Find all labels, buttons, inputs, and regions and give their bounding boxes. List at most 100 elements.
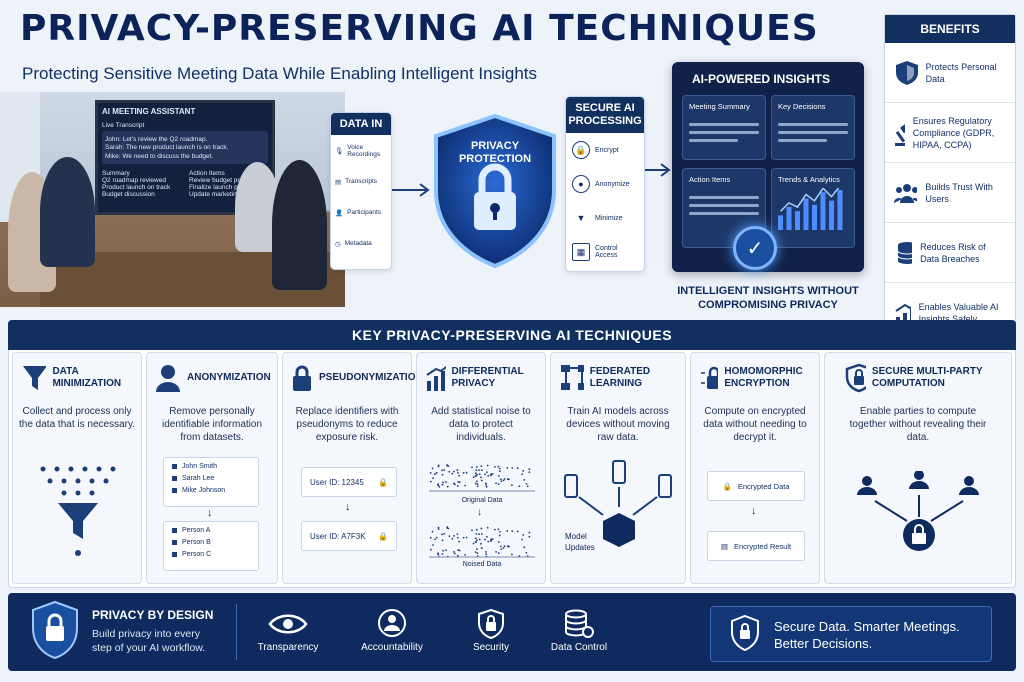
scatter-dot <box>499 478 502 481</box>
trend-bar <box>795 211 800 230</box>
scatter-dot <box>476 483 479 486</box>
original-data-label: Original Data <box>461 497 503 504</box>
scatter-dot <box>510 553 513 556</box>
user-id: User ID: 12345 <box>310 477 364 487</box>
noised-data-label: Noised Data <box>462 561 502 568</box>
trend-bar <box>786 206 792 230</box>
name-item: Sarah Lee <box>182 475 215 482</box>
page-subtitle: Protecting Sensitive Meeting Data While … <box>22 64 538 83</box>
scatter-dot <box>432 477 434 480</box>
scatter-dot <box>441 483 444 486</box>
insights-caption: INTELLIGENT INSIGHTS WITHOUT COMPROMISIN… <box>677 285 859 311</box>
scatter-dot <box>453 551 455 553</box>
scatter-dot <box>475 533 478 535</box>
technique-secure-multi-party-computation: SECURE MULTI-PARTY COMPUTATION Enable pa… <box>824 352 1012 584</box>
secure-ai-title: SECURE AI PROCESSING <box>566 97 644 133</box>
trend-bar <box>778 215 783 230</box>
scatter-dot <box>495 482 497 485</box>
shield-lock-icon <box>845 363 866 393</box>
technique-desc: Collect and process only the data that i… <box>19 406 135 430</box>
summary-label: Summary <box>102 170 130 177</box>
footer-item-label: Accountability <box>361 642 423 653</box>
footer-subtitle: Build privacy into every step of your AI… <box>92 628 206 654</box>
scatter-dot <box>480 465 483 468</box>
scatter-dot <box>437 526 440 529</box>
scatter-dot <box>435 536 438 539</box>
arrow-down-icon: ↓ <box>207 507 213 519</box>
scatter-dot <box>474 551 477 554</box>
scatter-dot <box>462 471 465 474</box>
shield-label: PRIVACY PROTECTION <box>458 140 532 165</box>
meeting-assistant-screen: AI MEETING ASSISTANT Live Transcript Joh… <box>95 100 275 215</box>
summary-item: Q2 roadmap reviewed <box>102 177 166 184</box>
access-icon: ▦ <box>572 243 590 261</box>
box-label: Encrypted Result <box>733 541 792 551</box>
federated-diagram <box>564 460 672 547</box>
scatter-dot <box>434 538 436 541</box>
divider <box>236 604 237 660</box>
scatter-dot <box>451 537 454 540</box>
scatter-dot <box>484 538 486 541</box>
scatter-dot <box>478 538 481 541</box>
name-item: John Smith <box>182 463 218 470</box>
footer-item-data-control: Data Control <box>534 606 624 653</box>
arrow-right-icon <box>392 183 430 197</box>
scatter-dot <box>446 526 449 528</box>
funnel-icon <box>23 366 47 390</box>
scatter-dot <box>476 485 479 488</box>
benefit-item: Protects Personal Data <box>885 43 1015 103</box>
scatter-dot <box>484 551 487 553</box>
data-in-title: DATA IN <box>331 113 391 135</box>
scatter-dot <box>456 536 459 539</box>
scatter-dot <box>453 470 455 473</box>
scatter-dot <box>445 481 447 483</box>
scatter-dot <box>431 530 434 533</box>
scatter-dot <box>432 544 434 546</box>
technique-desc: Add statistical noise to data to protect… <box>431 406 531 443</box>
encrypted-data-box: 🔒Encrypted Data <box>707 471 805 501</box>
data-in-item: ◷Metadata <box>331 228 391 259</box>
action-item: Finalize launch plan <box>189 184 247 191</box>
mpc-diagram <box>857 471 979 551</box>
trend-bar <box>812 204 817 230</box>
scatter-dot <box>521 473 524 476</box>
scatter-dot <box>523 546 526 549</box>
scatter-dot <box>511 467 514 469</box>
data-in-item: 🎙Voice Recordings <box>331 135 391 166</box>
technique-anonymization: ANONYMIZATION Remove personally identifi… <box>146 352 278 584</box>
scatter-dot <box>497 541 500 543</box>
data-in-panel: DATA IN 🎙Voice Recordings ▤Transcripts 👤… <box>330 112 392 270</box>
scatter-dot <box>458 474 460 477</box>
scatter-dot <box>464 484 467 487</box>
transcript-line: Sarah: The new product launch is on trac… <box>105 144 229 151</box>
technique-name: DATA MINIMIZATION <box>52 366 122 389</box>
document-icon: ▤ <box>720 541 728 551</box>
scatter-dot <box>498 534 501 537</box>
scatter-dot <box>453 552 456 555</box>
scatter-dot <box>497 465 500 468</box>
scatter-dot <box>437 483 439 486</box>
scatter-dot <box>478 469 480 472</box>
benefit-item: Ensures Regulatory Compliance (GDPR, HIP… <box>885 103 1015 163</box>
check-icon: ✓ <box>733 226 777 270</box>
scatter-dot <box>437 465 440 468</box>
scatter-dot <box>500 480 503 483</box>
identity-list: John Smith Sarah Lee Mike Johnson <box>163 457 259 507</box>
scatter-dot <box>516 530 519 533</box>
scatter-dot <box>480 547 483 549</box>
scatter-dot <box>429 472 432 474</box>
scatter-dot <box>429 480 432 483</box>
scatter-dot <box>490 540 492 542</box>
trend-bar <box>829 200 834 230</box>
scatter-dot <box>486 526 489 529</box>
group-icon <box>894 183 918 203</box>
card-title: Action Items <box>689 175 731 184</box>
scatter-dot <box>486 464 489 467</box>
anonymized-list: Person A Person B Person C <box>163 521 259 571</box>
scatter-dot <box>456 485 459 487</box>
scatter-dot <box>525 551 528 554</box>
scatter-dot <box>451 472 454 475</box>
scatter-dot <box>448 535 451 538</box>
scatter-dot <box>434 473 436 475</box>
scatter-dot <box>448 470 451 473</box>
